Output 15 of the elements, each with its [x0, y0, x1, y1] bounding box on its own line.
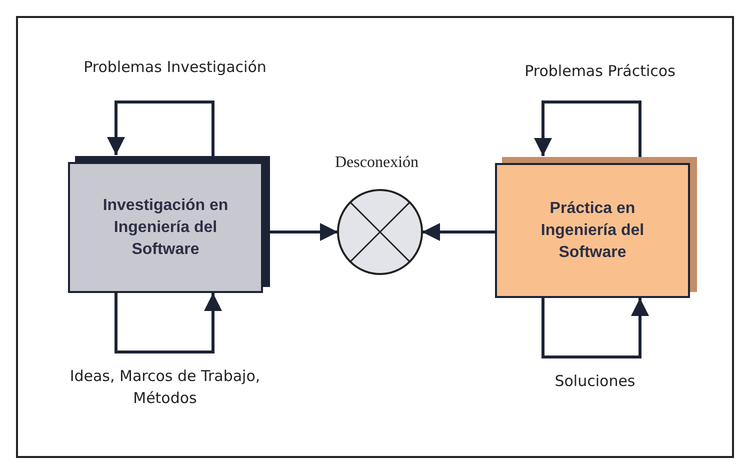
edge-label: Ideas, Marcos de Trabajo, Métodos [68, 366, 262, 409]
arrow [534, 100, 642, 157]
edge-label: Problemas Investigación [82, 57, 268, 78]
process-box [68, 162, 263, 293]
edge-label: Soluciones [554, 371, 636, 392]
arrow [542, 298, 649, 358]
arrow [114, 293, 222, 354]
junction-circle [337, 189, 423, 275]
box-label: Práctica en Ingeniería del Software [540, 198, 646, 262]
box-label: Investigación en Ingeniería del Software [102, 196, 230, 260]
node-caption: Desconexión [335, 154, 419, 172]
arrow [107, 100, 214, 156]
arrow [422, 223, 495, 241]
process-box [495, 163, 690, 298]
edge-label: Problemas Prácticos [524, 61, 676, 82]
